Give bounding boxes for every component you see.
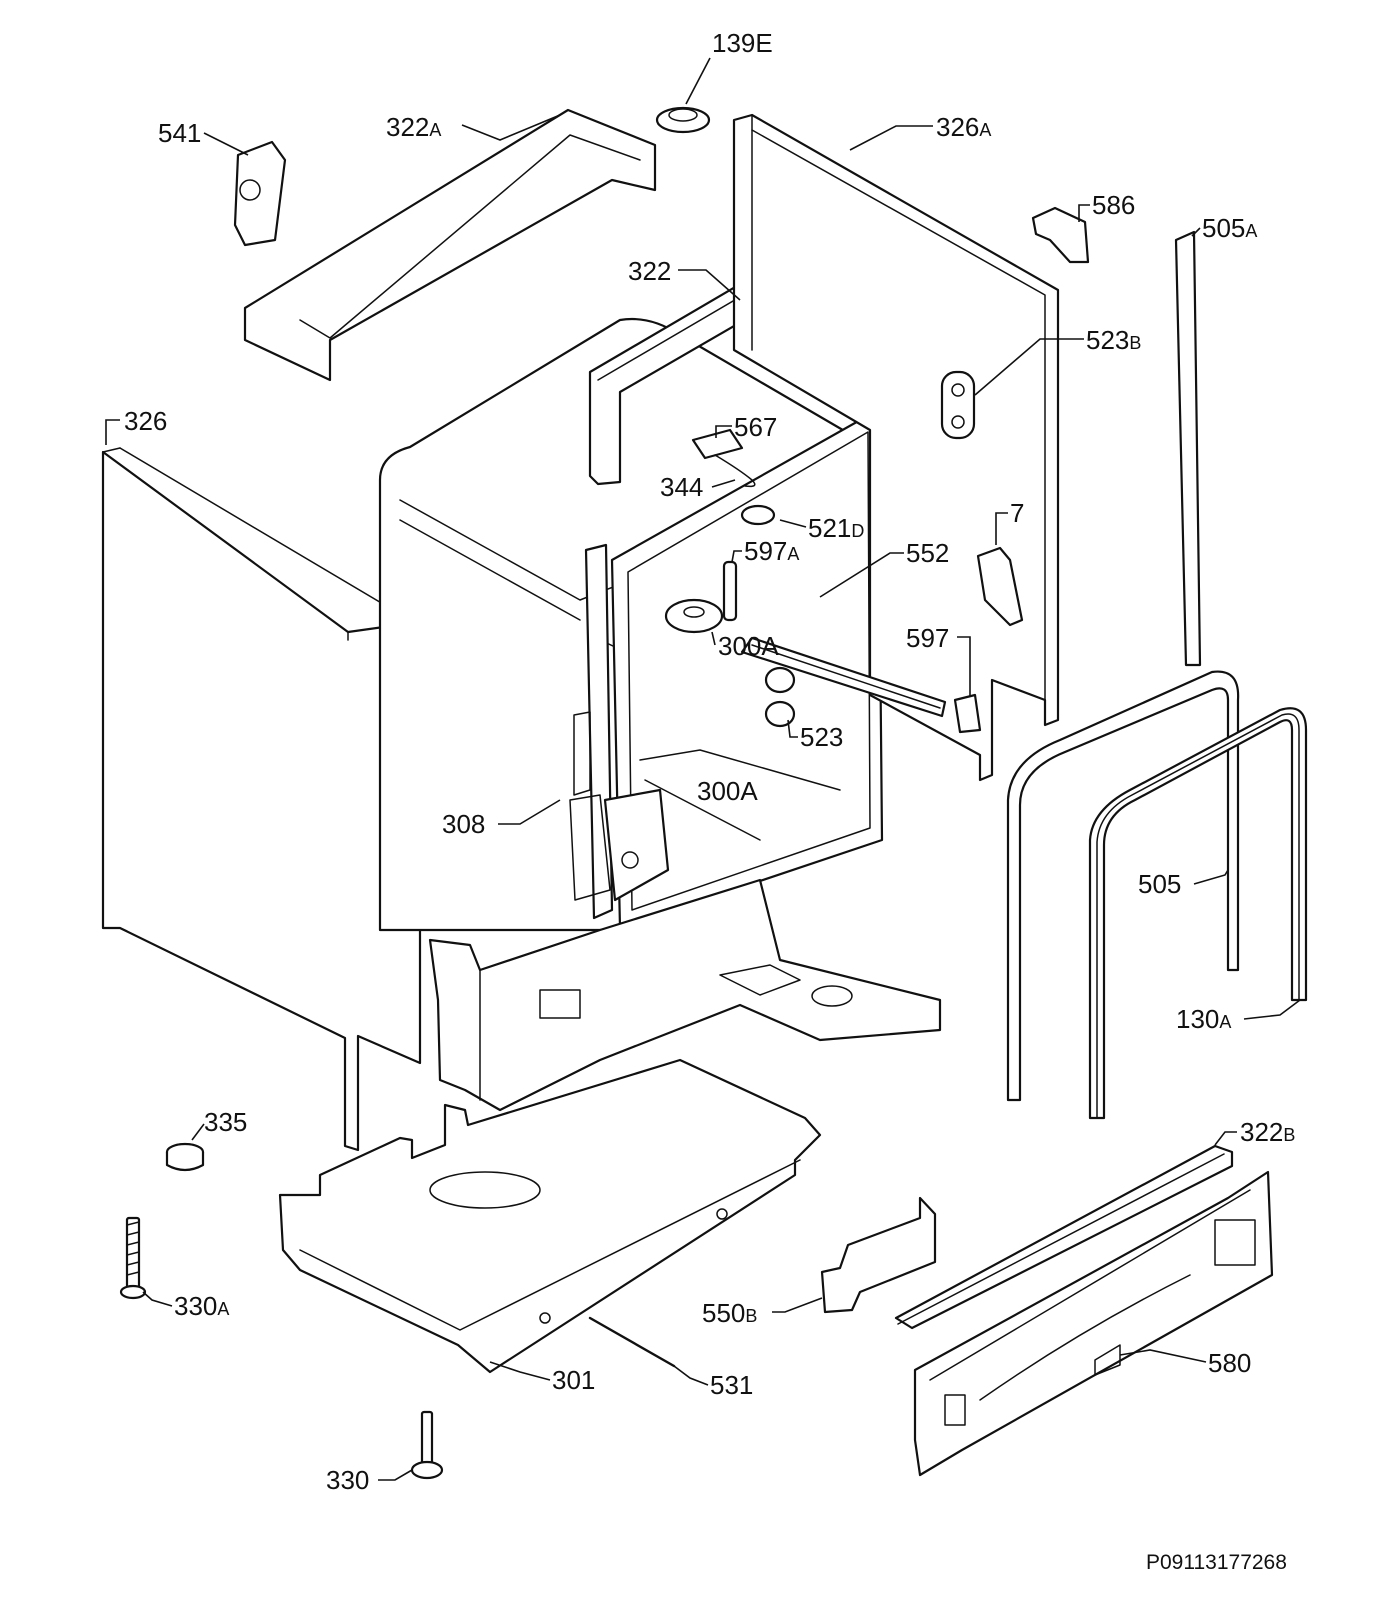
plinth-part bbox=[913, 1170, 1274, 1477]
callout-labels: 139E 541 322A 326A 586 505A 322 523B 326… bbox=[124, 28, 1295, 1495]
grommet-part bbox=[940, 370, 976, 440]
callout-344: 344 bbox=[660, 472, 703, 502]
callout-550b: 550B bbox=[702, 1298, 757, 1328]
seal-strip-part bbox=[1174, 230, 1202, 667]
door-seal-part bbox=[1006, 670, 1240, 1102]
callout-301: 301 bbox=[552, 1365, 595, 1395]
mount-bracket-part bbox=[820, 1196, 937, 1314]
callout-586: 586 bbox=[1092, 190, 1135, 220]
callout-531: 531 bbox=[710, 1370, 753, 1400]
right-side-panel-part bbox=[732, 113, 1060, 782]
callout-326: 326 bbox=[124, 406, 167, 436]
callout-330: 330 bbox=[326, 1465, 369, 1495]
screw-short-part bbox=[410, 1410, 444, 1480]
callout-521d: 521D bbox=[808, 513, 864, 543]
end-cap-part bbox=[953, 693, 982, 734]
callout-597: 597 bbox=[906, 623, 949, 653]
callout-552: 552 bbox=[906, 538, 949, 568]
document-number: P09113177268 bbox=[1146, 1551, 1287, 1574]
latch-bracket-part bbox=[976, 546, 1024, 627]
callout-330a: 330A bbox=[174, 1291, 229, 1321]
base-tray-part bbox=[278, 1058, 822, 1374]
side-panel-part bbox=[101, 447, 422, 1152]
clip-part bbox=[233, 140, 287, 247]
callout-580: 580 bbox=[1208, 1348, 1251, 1378]
callout-326a: 326A bbox=[936, 112, 991, 142]
callout-300a-2: 300A bbox=[697, 776, 758, 806]
hinge-part bbox=[569, 711, 670, 902]
bracket-part bbox=[1031, 206, 1090, 264]
callout-308: 308 bbox=[442, 809, 485, 839]
spring-clip-part bbox=[691, 428, 756, 488]
door-gasket-part bbox=[1088, 707, 1308, 1120]
base-frame-part bbox=[428, 878, 942, 1112]
callout-541: 541 bbox=[158, 118, 201, 148]
nozzle-part bbox=[764, 666, 796, 728]
rod-part bbox=[588, 1316, 676, 1368]
callout-567: 567 bbox=[734, 412, 777, 442]
callout-139e: 139E bbox=[712, 28, 773, 58]
foot-part bbox=[165, 1142, 205, 1172]
ring-part bbox=[740, 504, 776, 526]
callout-130a: 130A bbox=[1176, 1004, 1231, 1034]
door-side-rail-part bbox=[584, 543, 614, 920]
callout-322: 322 bbox=[628, 256, 671, 286]
rail-clip-part bbox=[722, 560, 738, 622]
leader-lines bbox=[105, 57, 1301, 1481]
screw-long-part bbox=[119, 1216, 147, 1300]
callout-335: 335 bbox=[204, 1107, 247, 1137]
callout-523: 523 bbox=[800, 722, 843, 752]
impeller-part bbox=[655, 106, 711, 134]
guide-rail-part bbox=[740, 636, 947, 718]
door-frame-part bbox=[610, 408, 884, 930]
spray-hub-part bbox=[664, 598, 724, 634]
callout-523b: 523B bbox=[1086, 325, 1141, 355]
callout-597a: 597A bbox=[744, 536, 799, 566]
top-cover-part bbox=[243, 108, 657, 382]
front-rail-part bbox=[894, 1144, 1234, 1330]
callout-505: 505 bbox=[1138, 869, 1181, 899]
callout-322a: 322A bbox=[386, 112, 441, 142]
callout-505a: 505A bbox=[1202, 213, 1257, 243]
callout-322b: 322B bbox=[1240, 1117, 1295, 1147]
callout-7: 7 bbox=[1010, 498, 1024, 528]
callout-300a-1: 300A bbox=[718, 631, 779, 661]
